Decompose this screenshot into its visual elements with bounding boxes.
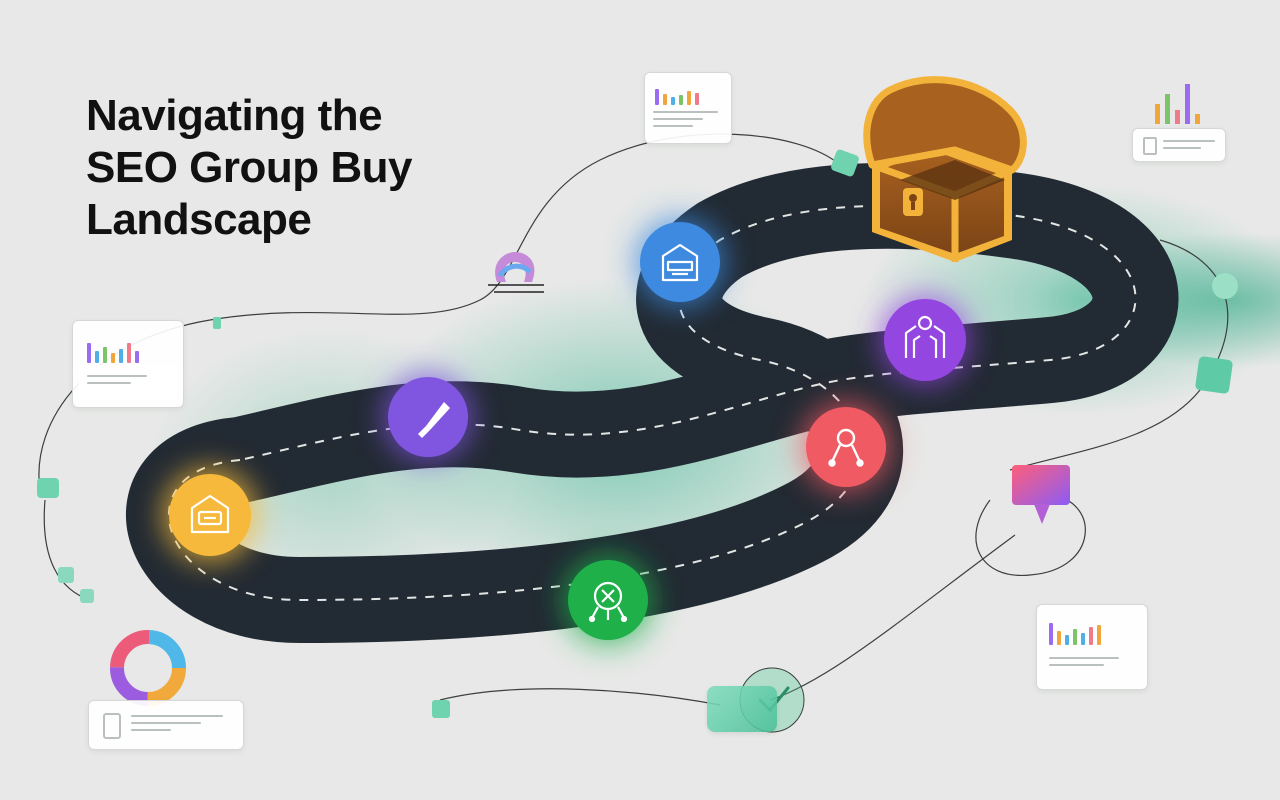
milestone-build[interactable] (388, 377, 468, 457)
mini-bar-chart-card-icon (1132, 128, 1226, 162)
title-line-1: Navigating the (86, 91, 383, 140)
title-line-3: Landscape (86, 195, 312, 244)
storefront-icon (661, 243, 699, 282)
title-line-2: SEO Group Buy (86, 143, 412, 192)
milestone-connect[interactable] (806, 407, 886, 487)
mini-bar-chart-card-icon (644, 72, 732, 144)
small-tokens (37, 149, 1238, 718)
chest-house-icon (190, 494, 230, 534)
arch-structure-icon (904, 315, 946, 358)
mini-bar-chart-card-icon (1036, 604, 1148, 690)
connection-node-icon (828, 428, 864, 467)
road-center-dashes (167, 204, 1137, 602)
glass-card (707, 686, 777, 732)
treasure-chest-icon (863, 76, 1027, 262)
mini-bar-chart (1155, 84, 1200, 124)
trowel-icon (418, 402, 450, 438)
milestone-network[interactable] (568, 560, 648, 640)
network-node-icon (588, 581, 628, 623)
text-card-icon (88, 700, 244, 750)
color-wheel-icon (110, 630, 186, 706)
speech-bubble-icon (1012, 465, 1070, 524)
milestone-research[interactable] (169, 474, 251, 556)
magnet-icon (488, 252, 544, 293)
milestone-storefront[interactable] (640, 222, 720, 302)
milestone-structure[interactable] (884, 299, 966, 381)
page-title: Navigating the SEO Group Buy Landscape (86, 90, 412, 246)
mini-bar-chart-card-icon (72, 320, 184, 408)
